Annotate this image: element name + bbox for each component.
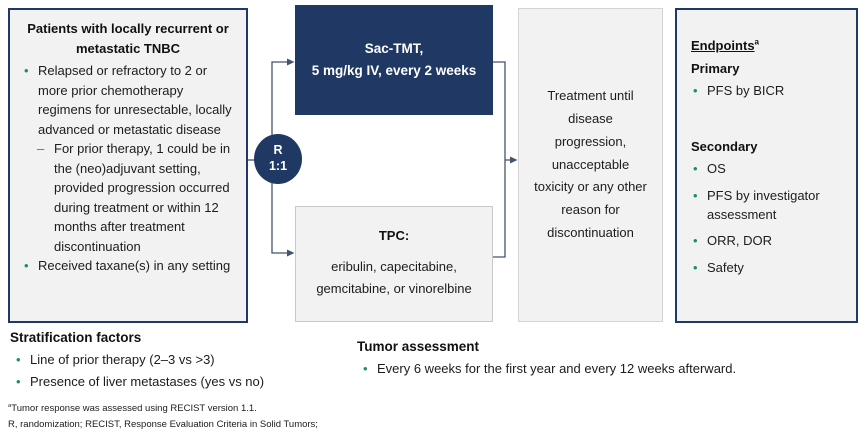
patient-box-title: Patients with locally recurrent or metas… [27,21,229,56]
endpoints-title: Endpointsa [691,38,850,53]
tpc-arm-box: TPC: eribulin, capecitabine, gemcitabine… [295,206,493,322]
stratification-item: Presence of liver metastases (yes vs no) [10,371,264,394]
footnotes: aTumor response was assessed using RECIS… [8,401,318,434]
secondary-endpoints-label: Secondary [691,138,758,154]
eligibility-sub-bullet: For prior therapy, 1 could be in the (ne… [18,139,238,256]
eligibility-bullet: Relapsed or refractory to 2 or more prio… [18,61,238,139]
tumor-assessment-item: Every 6 weeks for the first year and eve… [357,358,736,381]
connector-randomization-to-tpc [271,183,287,254]
randomization-badge: R 1:1 [254,134,302,184]
patient-eligibility-box: Patients with locally recurrent or metas… [8,8,248,323]
treatment-duration-text: Treatment until disease progression, una… [534,88,647,240]
tpc-drug-list: eribulin, capecitabine, gemcitabine, or … [316,258,472,296]
secondary-endpoint-item: ORR, DOR [691,232,850,251]
arrowhead-treatment-icon [510,156,518,164]
secondary-endpoint-item: Safety [691,259,850,278]
stratification-heading: Stratification factors [10,330,142,345]
randomization-r-label: R [273,143,283,158]
sac-tmt-dose: 5 mg/kg IV, every 2 weeks [311,63,477,78]
sac-tmt-name: Sac-TMT, [364,41,424,57]
eligibility-bullet: Received taxane(s) in any setting [18,256,238,276]
stratification-item: Line of prior therapy (2–3 vs >3) [10,349,264,372]
footnote-superscript: a [8,402,12,409]
treatment-duration-box: Treatment until disease progression, una… [518,8,663,322]
primary-endpoint-item: PFS by BICR [691,82,850,101]
secondary-endpoint-item: PFS by investigator assessment [691,187,850,225]
arrowhead-sactmt-icon [287,58,295,66]
endpoints-title-text: Endpoints [691,38,755,53]
footnote-recist: aTumor response was assessed using RECIS… [8,401,318,417]
endpoints-title-superscript: a [754,37,760,47]
tumor-assessment-heading: Tumor assessment [357,339,480,354]
sac-tmt-arm-box: Sac-TMT, 5 mg/kg IV, every 2 weeks [295,5,493,115]
randomization-ratio-label: 1:1 [268,159,288,173]
arrowhead-tpc-icon [287,249,295,257]
tpc-title: TPC: [378,227,410,243]
secondary-endpoint-item: OS [691,160,850,179]
primary-endpoints-label: Primary [691,61,740,76]
footnote-recist-text: Tumor response was assessed using RECIST… [11,403,257,414]
stratification-section: Stratification factors Line of prior the… [10,330,264,394]
tumor-assessment-section: Tumor assessment Every 6 weeks for the f… [357,339,736,381]
endpoints-spacer [691,109,850,139]
connector-arms-bracket [493,61,506,258]
connector-randomization-to-sactmt [271,61,287,136]
footnote-abbreviations: R, randomization; RECIST, Response Evalu… [8,419,318,431]
endpoints-box: Endpointsa Primary PFS by BICR Secondary… [675,8,858,323]
